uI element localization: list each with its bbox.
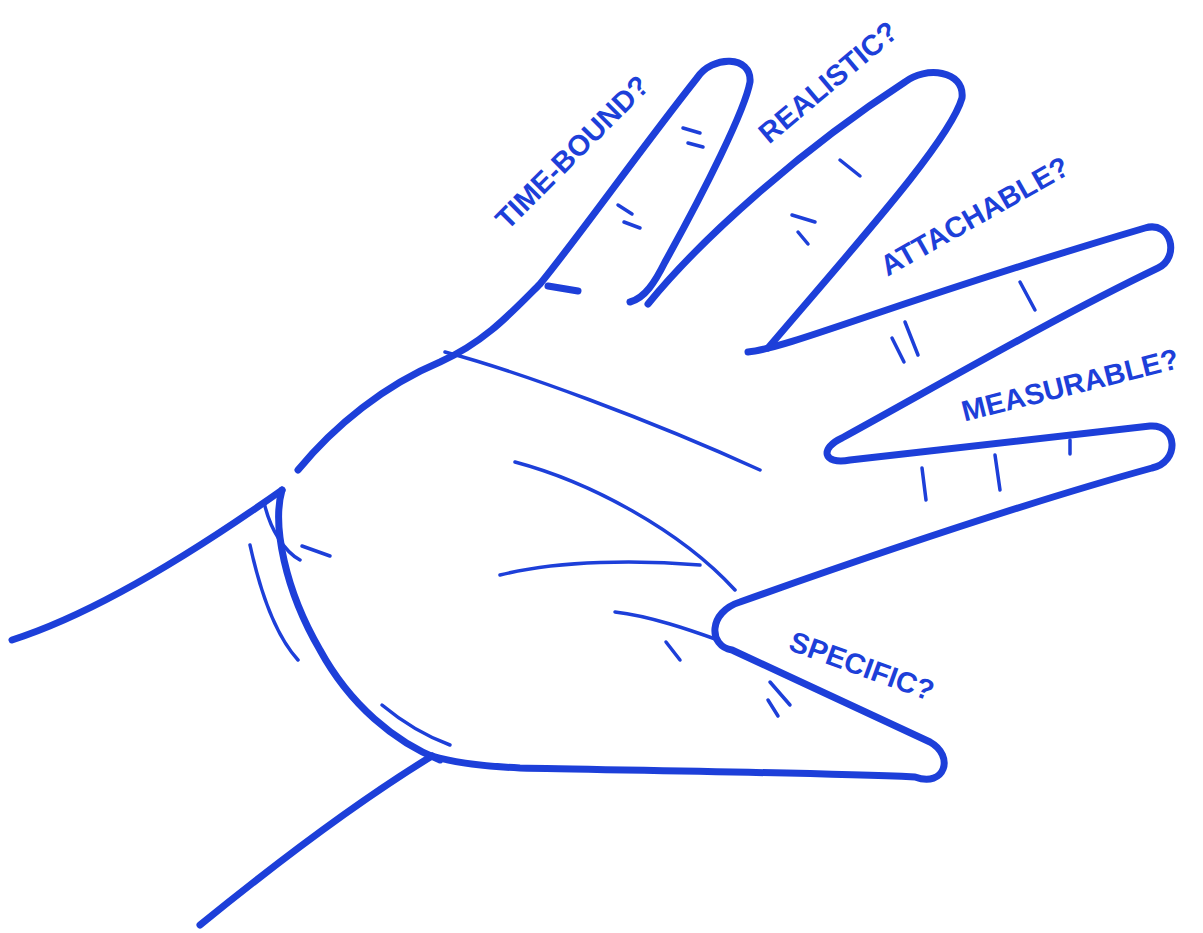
crease-line [500, 562, 700, 575]
finger-label: SPECIFIC? [784, 625, 938, 708]
knuckle-mark [624, 222, 640, 228]
knuckle-mark [840, 160, 860, 176]
crease-line [445, 352, 760, 470]
knuckle-mark [1020, 282, 1035, 310]
knuckle-mark [905, 322, 918, 355]
crease-line [515, 462, 735, 590]
knuckle-mark [792, 215, 815, 222]
crease-line [382, 705, 450, 745]
knuckle-mark [666, 642, 680, 660]
arm-outline [200, 756, 432, 925]
knuckle-mark [683, 128, 700, 133]
knuckle-mark [1068, 440, 1072, 454]
finger-label: ATTACHABLE? [875, 150, 1075, 283]
knuckle-mark [768, 700, 778, 716]
arm-outline [12, 490, 282, 640]
finger-label: TIME-BOUND? [489, 69, 656, 236]
finger-label: REALISTIC? [752, 14, 904, 149]
crease-line [302, 546, 330, 556]
knuckle-mark [798, 232, 808, 244]
knuckle-mark [618, 205, 632, 214]
knuckle-mark [688, 143, 703, 147]
knuckle-mark [995, 455, 1000, 490]
finger-outline [548, 286, 578, 291]
finger-label: MEASURABLE? [958, 342, 1182, 428]
palm-outline [279, 490, 440, 760]
knuckle-mark [892, 338, 904, 362]
finger-outline [432, 227, 1172, 779]
crease-line [615, 612, 718, 640]
crease-line [264, 502, 300, 560]
crease-line [250, 545, 298, 660]
knuckle-mark [922, 468, 926, 500]
knuckle-mark [770, 682, 790, 705]
